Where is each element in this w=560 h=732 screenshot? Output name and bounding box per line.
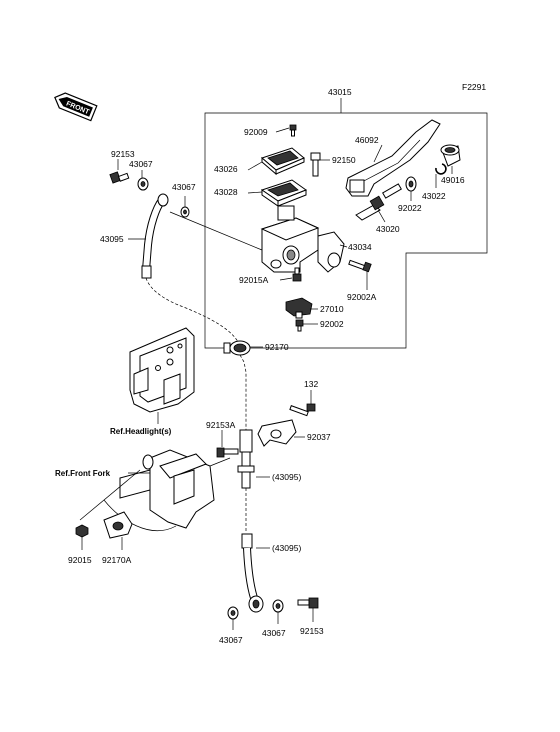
diagram-code: F2291	[462, 82, 486, 92]
label-92170A: 92170A	[102, 555, 132, 565]
label-43095-mid: (43095)	[272, 472, 301, 482]
bolt-92002A	[348, 259, 372, 273]
label-92037: 92037	[307, 432, 331, 442]
master-cylinder-body-43034	[260, 205, 345, 273]
brake-hose-43095-lower	[241, 533, 264, 613]
label-43026: 43026	[214, 164, 238, 174]
ref-headlight: Ref.Headlight(s)	[110, 427, 172, 436]
hose-clamp-92170A	[103, 511, 133, 539]
label-43067-bottom-right: 43067	[262, 628, 286, 638]
label-43028: 43028	[214, 187, 238, 197]
label-43020: 43020	[376, 224, 400, 234]
washer-43067-bottom-right	[272, 599, 284, 613]
label-43015: 43015	[328, 87, 352, 97]
switch-27010	[285, 297, 313, 319]
label-92153-bottom: 92153	[300, 626, 324, 636]
washer-43067-top	[137, 177, 149, 191]
label-92170: 92170	[265, 342, 289, 352]
label-92002A: 92002A	[347, 292, 377, 302]
ref-front-fork: Ref.Front Fork	[55, 469, 111, 478]
front-arrow-badge: FRONT	[54, 92, 98, 122]
piston-43020	[355, 183, 402, 221]
banjo-bolt-92153-top	[109, 171, 130, 184]
headlight-bracket	[129, 327, 195, 413]
circlip-43022	[435, 163, 447, 175]
label-92153A: 92153A	[206, 420, 236, 430]
label-43095: 43095	[100, 234, 124, 244]
dust-cover-49016	[440, 144, 461, 167]
label-92002: 92002	[320, 319, 344, 329]
label-43067-top: 43067	[129, 159, 153, 169]
label-49016: 49016	[441, 175, 465, 185]
label-92009: 92009	[244, 127, 268, 137]
label-43034: 43034	[348, 242, 372, 252]
banjo-bolt-92153-bottom	[297, 597, 319, 609]
label-43067-mid: 43067	[172, 182, 196, 192]
nut-92015	[75, 524, 89, 538]
label-43095-lower: (43095)	[272, 543, 301, 553]
brake-hose-43095-upper	[141, 193, 169, 279]
brake-lever-46092	[345, 119, 441, 197]
bolt-132	[289, 403, 316, 417]
label-132: 132	[304, 379, 318, 389]
bracket-92037	[257, 419, 297, 447]
diaphragm-43028	[260, 179, 308, 207]
label-92015: 92015	[68, 555, 92, 565]
washer-43067-mid	[180, 206, 190, 218]
washer-43067-bottom-left	[227, 606, 239, 620]
screw-92002	[295, 319, 304, 332]
label-92015A: 92015A	[239, 275, 269, 285]
bolt-92153A	[216, 447, 239, 458]
hose-clamp-92170	[223, 340, 251, 356]
label-46092: 46092	[355, 135, 379, 145]
washer-92022	[405, 176, 417, 192]
label-43067-bottom-left: 43067	[219, 635, 243, 645]
label-27010: 27010	[320, 304, 344, 314]
label-92153-top: 92153	[111, 149, 135, 159]
reservoir-cap-43026	[261, 147, 305, 176]
pivot-bolt-92150	[310, 152, 321, 177]
screw-92009	[289, 124, 297, 137]
brake-hose-43095-mid	[237, 429, 255, 489]
bleeder-92015A	[292, 267, 302, 282]
front-fork-mount	[79, 449, 231, 531]
label-92022: 92022	[398, 203, 422, 213]
label-92150: 92150	[332, 155, 356, 165]
label-43022: 43022	[422, 191, 446, 201]
master-cylinder-assy-frame	[204, 112, 488, 349]
